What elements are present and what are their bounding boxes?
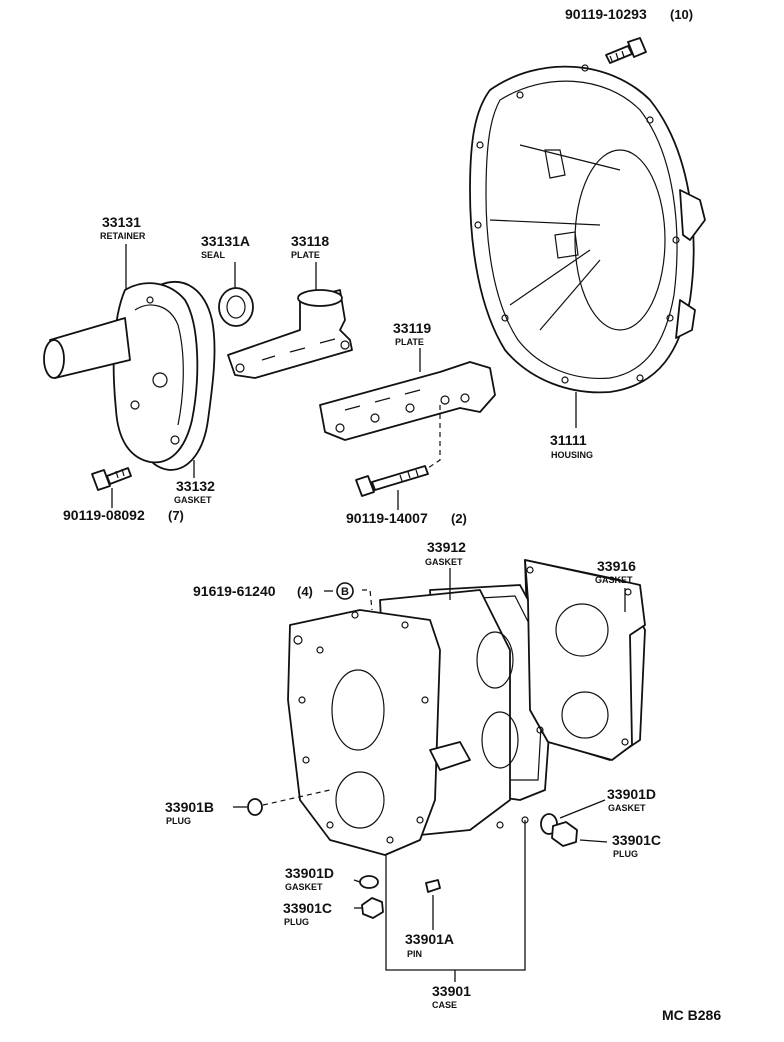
part-number: 90119-10293 — [565, 6, 647, 22]
part-name: PIN — [407, 949, 422, 959]
stud-leader — [362, 589, 373, 611]
part-name: HOUSING — [551, 450, 593, 460]
quantity: (7) — [168, 508, 184, 523]
part-number: 90119-14007 — [346, 510, 428, 526]
callout-plug-c-right: 33901C PLUG — [612, 832, 661, 859]
part-name: GASKET — [285, 882, 323, 892]
part-name: SEAL — [201, 250, 226, 260]
leader-lines — [111, 244, 626, 982]
callout-plug-c-left: 33901C PLUG — [283, 900, 332, 927]
callout-gasket-916: 33916 GASKET — [595, 558, 636, 585]
part-number: 33912 — [427, 539, 466, 555]
plate-33119-drawing — [319, 361, 496, 441]
marker-letter: B — [341, 586, 349, 598]
bolt-plate-drawing — [355, 405, 441, 497]
part-name: PLATE — [291, 250, 320, 260]
callout-seal: 33131A SEAL — [201, 233, 250, 260]
callout-gasket-d-right: 33901D GASKET — [607, 786, 656, 813]
part-number: 33901C — [612, 832, 661, 848]
callout-bolt-top: 90119-10293 (10) — [565, 6, 693, 22]
part-number: 31111 — [550, 432, 587, 448]
part-number: 33132 — [176, 478, 215, 494]
gasket-33916-drawing — [524, 559, 646, 761]
callout-plug-b: 33901B PLUG — [165, 799, 247, 826]
part-number: 33901 — [432, 983, 471, 999]
quantity: (10) — [670, 7, 693, 22]
callout-plate-33118: 33118 PLATE — [291, 233, 329, 260]
plug-c-left-drawing — [359, 875, 384, 919]
part-number: 33131 — [102, 214, 141, 230]
callout-housing: 31111 HOUSING — [550, 432, 593, 460]
quantity: (4) — [297, 584, 313, 599]
part-name: GASKET — [425, 557, 463, 567]
callout-gasket-retainer: 33132 GASKET — [174, 478, 215, 505]
part-name: PLUG — [613, 849, 638, 859]
retainer-drawing — [43, 281, 216, 471]
callout-stud: 91619-61240 (4) B — [193, 582, 354, 600]
part-name: GASKET — [174, 495, 212, 505]
part-name: GASKET — [595, 575, 633, 585]
plug-c-right-drawing — [540, 813, 578, 847]
part-number: 33901D — [607, 786, 656, 802]
part-name: PLATE — [395, 337, 424, 347]
part-number: 90119-08092 — [63, 507, 145, 523]
part-number: 33131A — [201, 233, 250, 249]
part-number: 91619-61240 — [193, 583, 276, 599]
part-number: 33901D — [285, 865, 334, 881]
callout-gasket-d-left: 33901D GASKET — [285, 865, 334, 892]
quantity: (2) — [451, 511, 467, 526]
part-number: 33119 — [393, 320, 431, 336]
seal-drawing — [218, 287, 254, 327]
part-number: 33118 — [291, 233, 329, 249]
bolt-top-drawing — [605, 37, 647, 64]
plate-33118-drawing — [227, 289, 353, 379]
part-number: 33901C — [283, 900, 332, 916]
part-name: PLUG — [284, 917, 309, 927]
part-name: PLUG — [166, 816, 191, 826]
callout-pin: 33901A PIN — [405, 931, 454, 959]
plug-b-drawing — [247, 789, 331, 816]
bolt-left-drawing — [91, 467, 132, 491]
part-name: CASE — [432, 1000, 457, 1010]
housing-drawing — [469, 64, 706, 394]
callout-bolt-left: 90119-08092 (7) — [63, 507, 184, 523]
part-name: RETAINER — [100, 231, 146, 241]
part-number: 33901A — [405, 931, 454, 947]
callout-case: 33901 CASE — [432, 983, 471, 1010]
part-number: 33916 — [597, 558, 636, 574]
callout-plate-33119: 33119 PLATE — [393, 320, 431, 347]
marker-circle — [336, 582, 354, 600]
part-name: GASKET — [608, 803, 646, 813]
callout-bolt-plate: 90119-14007 (2) — [346, 510, 467, 526]
diagram-code: MC B286 — [662, 1007, 721, 1023]
callout-gasket-912: 33912 GASKET — [425, 539, 466, 567]
callout-retainer: 33131 RETAINER — [100, 214, 146, 241]
pin-drawing — [425, 879, 441, 893]
part-number: 33901B — [165, 799, 214, 815]
